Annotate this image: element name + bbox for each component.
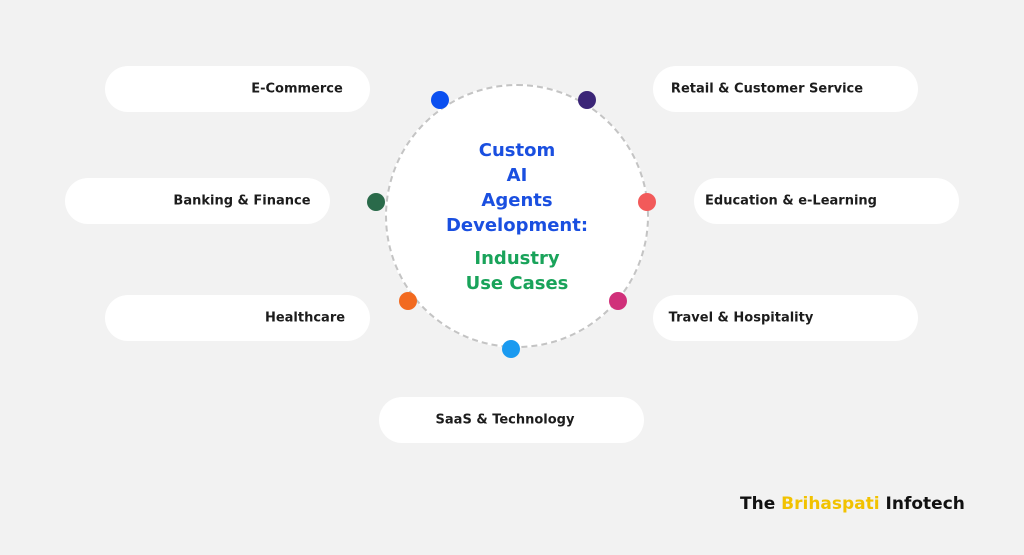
dot-ecommerce bbox=[431, 91, 449, 109]
use-case-label: E-Commerce bbox=[251, 81, 343, 97]
use-case-label: Healthcare bbox=[264, 310, 346, 326]
use-case-education: Education & e-Learning bbox=[694, 178, 959, 224]
dot-saas bbox=[502, 340, 520, 358]
use-case-label: Travel & Hospitality bbox=[668, 310, 814, 326]
logo-part: Brihaspati bbox=[781, 494, 880, 514]
use-case-label: Education & e-Learning bbox=[705, 193, 877, 209]
dot-travel bbox=[609, 292, 627, 310]
brand-logo: The Brihaspati Infotech bbox=[740, 494, 965, 514]
title-line: AI bbox=[506, 165, 528, 186]
use-case-banking: Banking & Finance bbox=[65, 178, 330, 224]
dot-banking bbox=[367, 193, 385, 211]
dot-retail bbox=[578, 91, 596, 109]
use-case-label: Retail & Customer Service bbox=[670, 81, 864, 97]
title-line: Development: bbox=[445, 215, 589, 236]
logo-part: The bbox=[740, 494, 776, 514]
title-line: Agents bbox=[481, 190, 553, 211]
dot-healthcare bbox=[399, 292, 417, 310]
use-case-travel: Travel & Hospitality bbox=[653, 295, 918, 341]
use-case-retail: Retail & Customer Service bbox=[653, 66, 918, 112]
center-circle bbox=[385, 84, 649, 348]
dot-education bbox=[638, 193, 656, 211]
center-title: Custom AI Agents Development: Industry U… bbox=[385, 138, 649, 296]
use-case-healthcare: Healthcare bbox=[105, 295, 370, 341]
use-case-saas: SaaS & Technology bbox=[379, 397, 644, 443]
subtitle-line: Use Cases bbox=[465, 273, 569, 294]
use-case-label: Banking & Finance bbox=[173, 193, 311, 209]
use-case-label: SaaS & Technology bbox=[435, 412, 575, 428]
title-line: Custom bbox=[478, 140, 556, 161]
logo-part: Infotech bbox=[885, 494, 965, 514]
subtitle-line: Industry bbox=[474, 248, 560, 269]
use-case-ecommerce: E-Commerce bbox=[105, 66, 370, 112]
